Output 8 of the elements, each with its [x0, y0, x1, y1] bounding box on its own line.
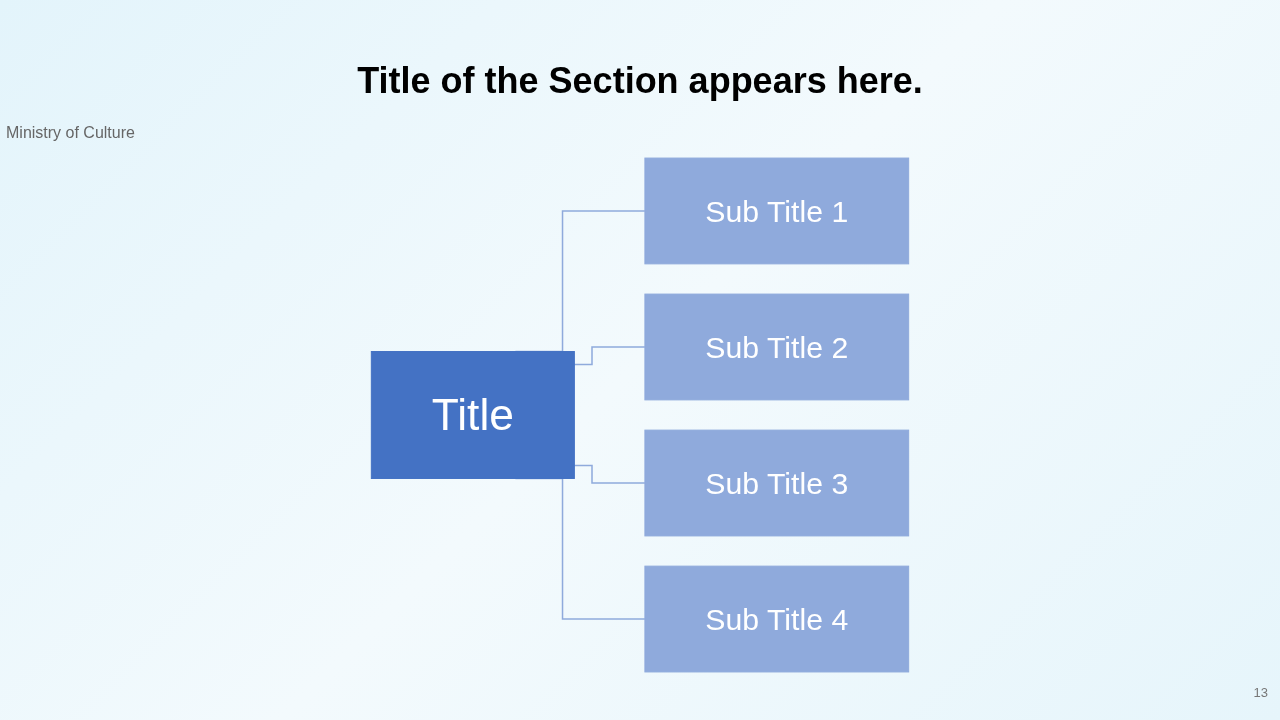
node-box: Sub Title 4 [644, 565, 910, 673]
node-box: Title [370, 351, 575, 479]
node-box: Sub Title 1 [644, 157, 910, 265]
slide-title: Title of the Section appears here. [356, 60, 924, 102]
page-number: 13 [1253, 685, 1268, 700]
node-box: Sub Title 2 [644, 293, 910, 401]
node-box: Sub Title 3 [644, 429, 910, 537]
department-name: Ministry of Culture [6, 124, 135, 142]
